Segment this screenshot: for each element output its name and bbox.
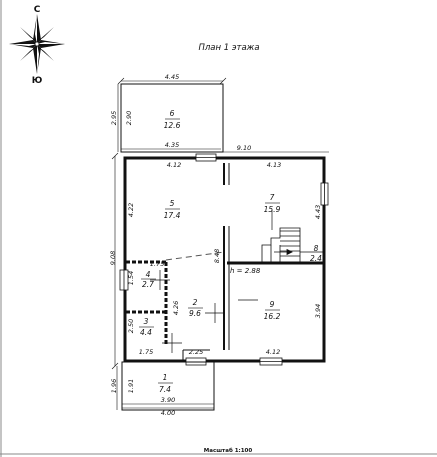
room-number: 4 — [146, 270, 151, 279]
room-area: 16.2 — [264, 312, 281, 321]
dim-label: 4.12 — [167, 161, 181, 169]
dimension-labels: 4.45 2.95 2.90 4.35 9.10 4.12 4.13 4.22 … — [109, 73, 322, 417]
stairs — [261, 227, 324, 262]
dim-label: 4.45 — [165, 73, 179, 81]
room-number: 2 — [193, 298, 198, 307]
reference-marks — [150, 210, 273, 353]
room-labels: 6 12.6 5 17.4 7 15.9 8 2.4 4 2.7 2 9.6 3… — [139, 109, 322, 394]
room-area: 17.4 — [164, 211, 181, 220]
room-area: 4.4 — [140, 328, 152, 337]
porch-bottom — [121, 349, 215, 411]
room-number: 5 — [170, 199, 175, 208]
dim-label: 3.94 — [314, 304, 322, 318]
room-area: 7.4 — [159, 385, 171, 394]
scale-label: Масштаб 1:100 — [204, 447, 253, 454]
room-area: 2.4 — [310, 254, 322, 263]
room-number: 6 — [170, 109, 175, 118]
dim-label: 9.10 — [237, 144, 251, 152]
dim-label: 1.91 — [127, 379, 135, 393]
compass-south-label: Ю — [32, 76, 43, 86]
dim-label: 4.26 — [172, 301, 180, 315]
room-number: 9 — [270, 300, 275, 309]
dim-label: 2.50 — [127, 319, 135, 333]
dim-label: 3.90 — [161, 396, 175, 404]
room-number: 7 — [270, 193, 275, 202]
dim-label: 8.48 — [213, 249, 221, 263]
dim-label: 4.00 — [161, 409, 175, 417]
dim-label: 4.43 — [314, 205, 322, 219]
dim-label: 1.96 — [110, 379, 118, 393]
plan-title: План 1 этажа — [198, 43, 259, 53]
room-area: 2.7 — [142, 280, 154, 289]
compass-north-label: С — [34, 5, 41, 15]
inner-walls — [223, 163, 324, 350]
room-area: 15.9 — [264, 205, 281, 214]
dim-label: 4.13 — [267, 161, 281, 169]
room-area: 12.6 — [164, 121, 181, 130]
dim-label: 4.12 — [266, 348, 280, 356]
dim-label: 9.08 — [109, 251, 117, 265]
compass-rose-icon — [9, 14, 65, 74]
partition-walls — [126, 260, 168, 345]
room-number: 8 — [314, 244, 319, 253]
dim-label: 2.25 — [189, 348, 203, 356]
room-number: 3 — [144, 317, 149, 326]
level-mark: h = 2.88 — [230, 267, 261, 275]
dim-label: 4.22 — [127, 203, 135, 217]
dim-label: 4.35 — [165, 141, 179, 149]
outer-walls — [123, 156, 326, 363]
dim-label: 1.54 — [127, 271, 135, 285]
dim-label: 1.75 — [150, 260, 164, 268]
dim-label: 2.95 — [110, 111, 118, 125]
dim-label: 2.90 — [125, 111, 133, 125]
room-area: 9.6 — [189, 309, 201, 318]
dim-label: 1.75 — [139, 348, 153, 356]
room-number: 1 — [163, 373, 168, 382]
